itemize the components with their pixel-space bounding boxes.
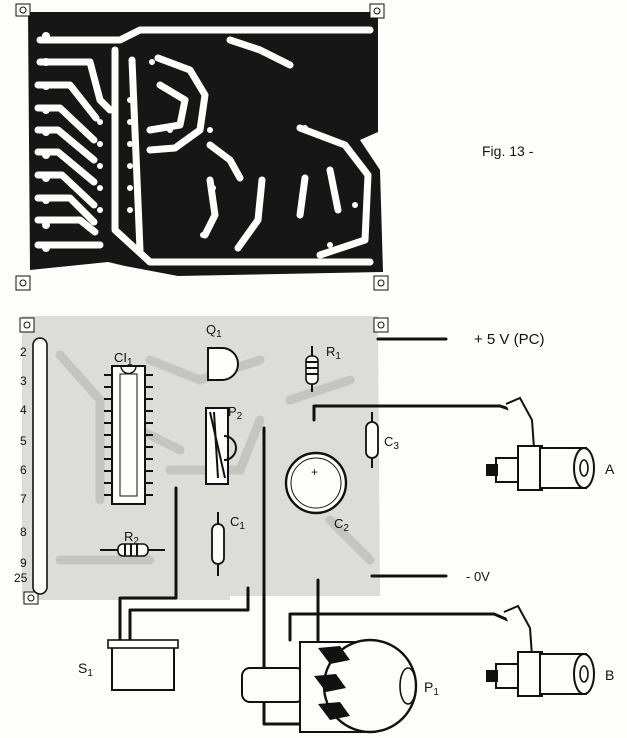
pin-label: 5: [20, 434, 27, 448]
jack-a: [486, 396, 595, 491]
c2-label: C2: [334, 516, 349, 534]
pcb-board: [15, 3, 389, 291]
ic-ci1: [104, 365, 153, 505]
q1-label: Q1: [206, 322, 222, 340]
db25-connector-strip: [32, 337, 48, 595]
resistor-r2: [100, 543, 165, 557]
figure-caption: Fig. 13 -: [482, 143, 534, 159]
power-label: + 5 V (PC): [474, 331, 544, 348]
capacitor-c3: [365, 412, 379, 468]
ic-label: CI1: [114, 350, 133, 368]
switch-s1: [107, 630, 179, 691]
capacitor-c1: [211, 512, 225, 576]
jack-a-label: A: [605, 461, 615, 477]
p2-label: P2: [228, 404, 243, 422]
pin-labels: 2 3 4 5 6 7 8 9 25: [14, 345, 28, 585]
ground-label: - 0V: [466, 569, 490, 584]
c3-label: C3: [384, 434, 399, 452]
pin-label: 4: [20, 403, 27, 417]
trimmer-p2: [205, 407, 237, 485]
jack-b-label: B: [605, 667, 614, 683]
pin-label: 6: [20, 463, 27, 477]
s1-label: S1: [78, 660, 93, 679]
r2-label: R2: [124, 529, 139, 547]
potentiometer-p1: [241, 638, 418, 734]
pin-label: 8: [20, 525, 27, 539]
pin-label: 3: [20, 374, 27, 388]
pin-label: 2: [20, 345, 27, 359]
resistor-r1: [305, 346, 319, 392]
pin-label: 9: [20, 556, 27, 570]
c1-label: C1: [230, 514, 245, 532]
transistor-q1: [207, 347, 239, 381]
pin-label: 25: [14, 571, 28, 585]
capacitor-c2: +: [284, 451, 348, 515]
r1-label: R1: [326, 344, 341, 362]
p1-label: P1: [424, 679, 439, 698]
polarity-plus-icon: +: [311, 465, 318, 479]
jack-b: [486, 604, 595, 697]
pin-label: 7: [20, 492, 27, 506]
